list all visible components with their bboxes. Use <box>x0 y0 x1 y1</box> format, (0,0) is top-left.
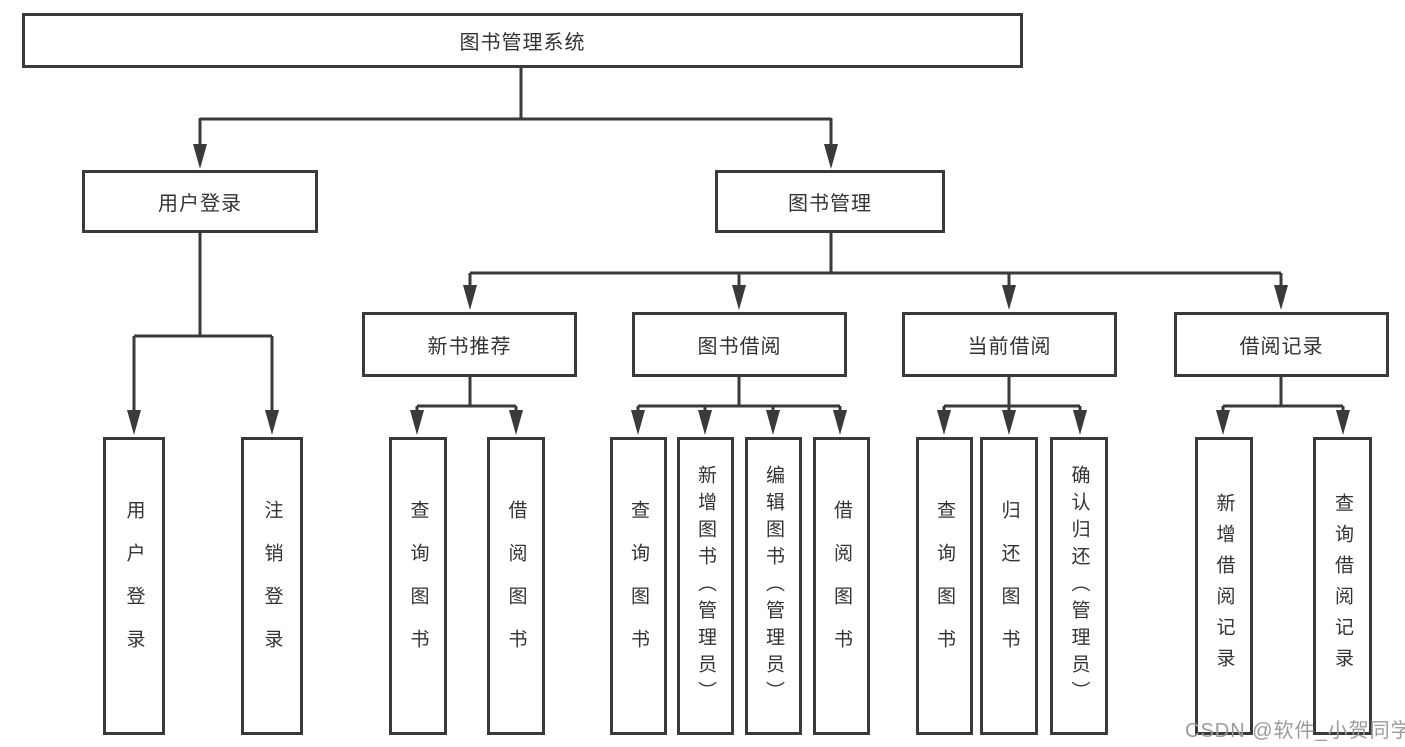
leaf-logout: 注销登录 <box>241 437 303 735</box>
leaf-query-books-current: 查询图书 <box>916 437 973 735</box>
arrow-down-icon <box>127 410 141 435</box>
arrow-down-icon <box>509 410 523 435</box>
arrow-down-icon <box>824 144 838 169</box>
leaf-borrow-books: 借阅图书 <box>813 437 870 735</box>
arrow-down-icon <box>265 410 279 435</box>
connector-lines <box>132 68 1345 413</box>
arrow-down-icon <box>410 410 424 435</box>
arrow-down-icon <box>1002 285 1016 310</box>
arrow-down-icon <box>1002 410 1016 435</box>
arrow-down-icon <box>193 144 207 169</box>
leaf-add-books-admin: 新增图书（管理员） <box>677 437 734 735</box>
leaf-query-borrow-record: 查询借阅记录 <box>1313 437 1372 735</box>
arrow-down-icon <box>1274 285 1288 310</box>
arrow-down-icon <box>698 410 712 435</box>
leaf-add-borrow-record: 新增借阅记录 <box>1195 437 1253 735</box>
group-book-borrow: 图书借阅 <box>632 312 847 377</box>
branch-user-login: 用户登录 <box>82 170 318 233</box>
group-borrow-records: 借阅记录 <box>1174 312 1389 377</box>
arrow-down-icon <box>766 410 780 435</box>
leaf-user-login: 用户登录 <box>103 437 165 735</box>
arrow-down-icon <box>631 410 645 435</box>
group-new-book-recommend: 新书推荐 <box>362 312 577 377</box>
arrow-down-icon <box>1336 410 1350 435</box>
group-current-borrow: 当前借阅 <box>902 312 1117 377</box>
leaf-confirm-return-admin: 确认归还（管理员） <box>1050 437 1108 735</box>
arrow-down-icon <box>1216 410 1230 435</box>
branch-book-management: 图书管理 <box>715 170 945 233</box>
arrow-down-icon <box>833 410 847 435</box>
leaf-return-books: 归还图书 <box>980 437 1038 735</box>
arrow-down-icon <box>732 285 746 310</box>
arrow-down-icon <box>463 285 477 310</box>
arrow-down-icon <box>1073 410 1087 435</box>
leaf-edit-books-admin: 编辑图书（管理员） <box>745 437 802 735</box>
node-root: 图书管理系统 <box>22 13 1023 68</box>
leaf-borrow-books-recommend: 借阅图书 <box>487 437 545 735</box>
csdn-watermark: CSDN @软件_小贺同学 <box>1185 720 1405 742</box>
arrow-down-icon <box>937 410 951 435</box>
leaf-query-books-recommend: 查询图书 <box>389 437 447 735</box>
leaf-query-books-borrow: 查询图书 <box>610 437 667 735</box>
